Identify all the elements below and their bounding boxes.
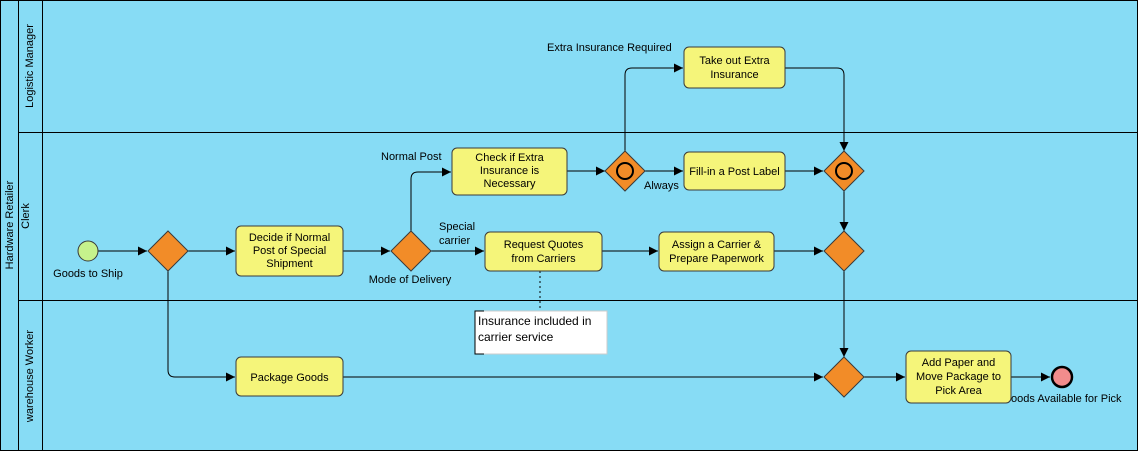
gateway-final-join[interactable] <box>823 356 865 398</box>
flow-label-always: Always <box>644 180 679 192</box>
gateway-split[interactable] <box>147 230 189 272</box>
gateway-inclusive-merge[interactable] <box>823 150 865 192</box>
lane-logistic-manager[interactable]: Logistic Manager <box>18 0 1138 133</box>
task-label: Package Goods <box>250 372 329 384</box>
task-assign-carrier[interactable]: Assign a Carrier &Prepare Paperwork <box>658 231 775 272</box>
lane-label-warehouse-worker: warehouse Worker <box>24 330 36 423</box>
gateway-inclusive-split[interactable] <box>604 150 646 192</box>
flow-split-to-package[interactable] <box>167 271 235 382</box>
start-event-label: Goods to Ship <box>53 268 123 280</box>
gateway-exclusive-merge[interactable] <box>823 230 865 272</box>
flow-label-carrier: carrier <box>439 235 471 247</box>
lane-label-clerk: Clerk <box>20 203 32 229</box>
flow-label-extra-insurance-required: Extra Insurance Required <box>547 42 672 54</box>
flow-label-normal-post: Normal Post <box>381 151 442 163</box>
task-label: Fill-in a Post Label <box>689 166 780 178</box>
flow-mode-to-check[interactable] <box>410 167 451 231</box>
task-fill-in-post-label[interactable]: Fill-in a Post Label <box>683 151 786 191</box>
sequence-flows <box>98 63 1050 382</box>
lane-clerk[interactable]: Clerk <box>18 132 1138 301</box>
flow-extra-to-merge[interactable] <box>785 67 849 151</box>
gateway-mode-of-delivery[interactable] <box>390 230 432 272</box>
flow-inclusive-to-extra[interactable] <box>624 63 683 151</box>
lane-label-logistic-manager: Logistic Manager <box>24 24 36 108</box>
inclusive-marker-icon <box>616 162 634 180</box>
task-package-goods[interactable]: Package Goods <box>235 356 344 397</box>
end-event[interactable] <box>1050 365 1074 389</box>
start-event[interactable] <box>77 240 99 262</box>
pool-label: Hardware Retailer <box>4 180 16 269</box>
task-label: Assign a Carrier &Prepare Paperwork <box>669 239 764 265</box>
inclusive-marker-icon <box>835 162 853 180</box>
end-event-label: Goods Available for Pick <box>1002 393 1122 405</box>
gateway-mode-label: Mode of Delivery <box>369 274 452 286</box>
flow-label-special: Special <box>439 221 475 233</box>
